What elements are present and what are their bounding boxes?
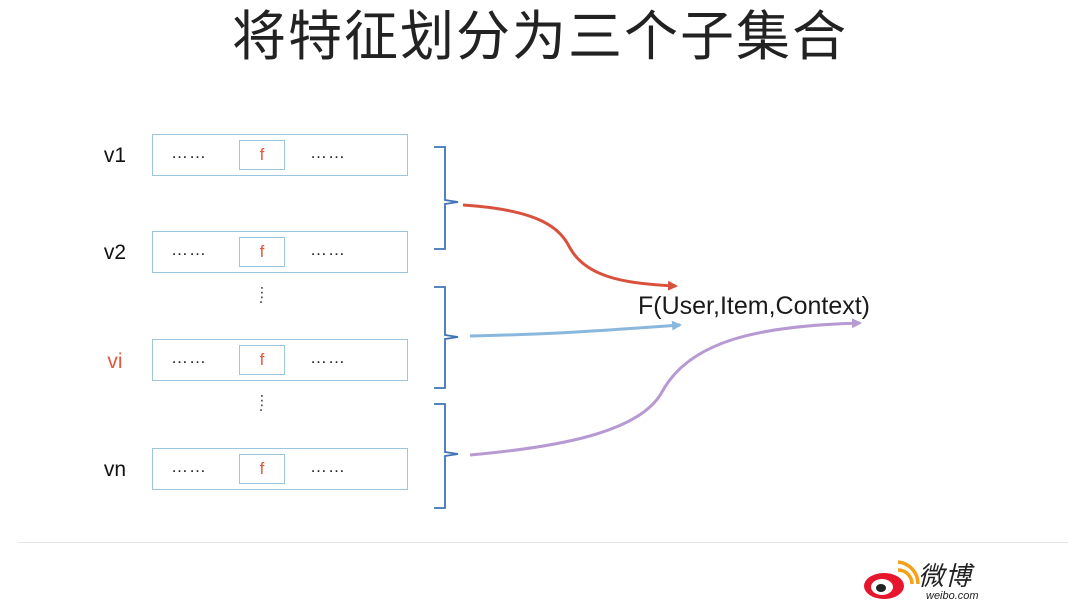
feature-cell-f: f	[239, 345, 285, 375]
feature-cell-f: f	[239, 454, 285, 484]
feature-vector-v1: …… f ……	[152, 134, 408, 176]
left-ellipsis: ……	[171, 240, 207, 259]
row-label-v2: v2	[103, 241, 127, 264]
feature-vector-v2: …… f ……	[152, 231, 408, 273]
feature-cell-f: f	[239, 237, 285, 267]
feature-vector-vn: …… f ……	[152, 448, 408, 490]
weibo-brand-text: 微博	[918, 562, 973, 592]
left-ellipsis: ……	[171, 348, 207, 367]
bracket-group-1	[434, 146, 459, 250]
arrow-red	[462, 203, 678, 291]
feature-vector-vi: …… f ……	[152, 339, 408, 381]
arrow-blue	[469, 320, 682, 338]
row-label-v1: v1	[103, 144, 127, 167]
footer-divider	[18, 542, 1068, 543]
right-ellipsis: ……	[310, 457, 346, 476]
right-ellipsis: ……	[310, 348, 346, 367]
left-ellipsis: ……	[171, 457, 207, 476]
vertical-ellipsis-bottom: ⋮·	[255, 393, 269, 419]
row-label-vn: vn	[103, 458, 127, 481]
vertical-ellipsis-top: ⋮·	[255, 285, 269, 311]
slide-title: 将特征划分为三个子集合	[232, 5, 848, 68]
target-function: F(User,Item,Context)	[638, 292, 870, 320]
row-label-vi: vi	[107, 350, 123, 373]
left-ellipsis: ……	[171, 143, 207, 162]
bracket-group-2	[434, 286, 459, 389]
bracket-group-3	[434, 403, 459, 509]
weibo-url-text: weibo.com	[926, 590, 979, 602]
right-ellipsis: ……	[310, 240, 346, 259]
weibo-logo-icon	[864, 560, 920, 599]
feature-cell-f: f	[239, 140, 285, 170]
right-ellipsis: ……	[310, 143, 346, 162]
arrow-purple	[469, 318, 862, 457]
